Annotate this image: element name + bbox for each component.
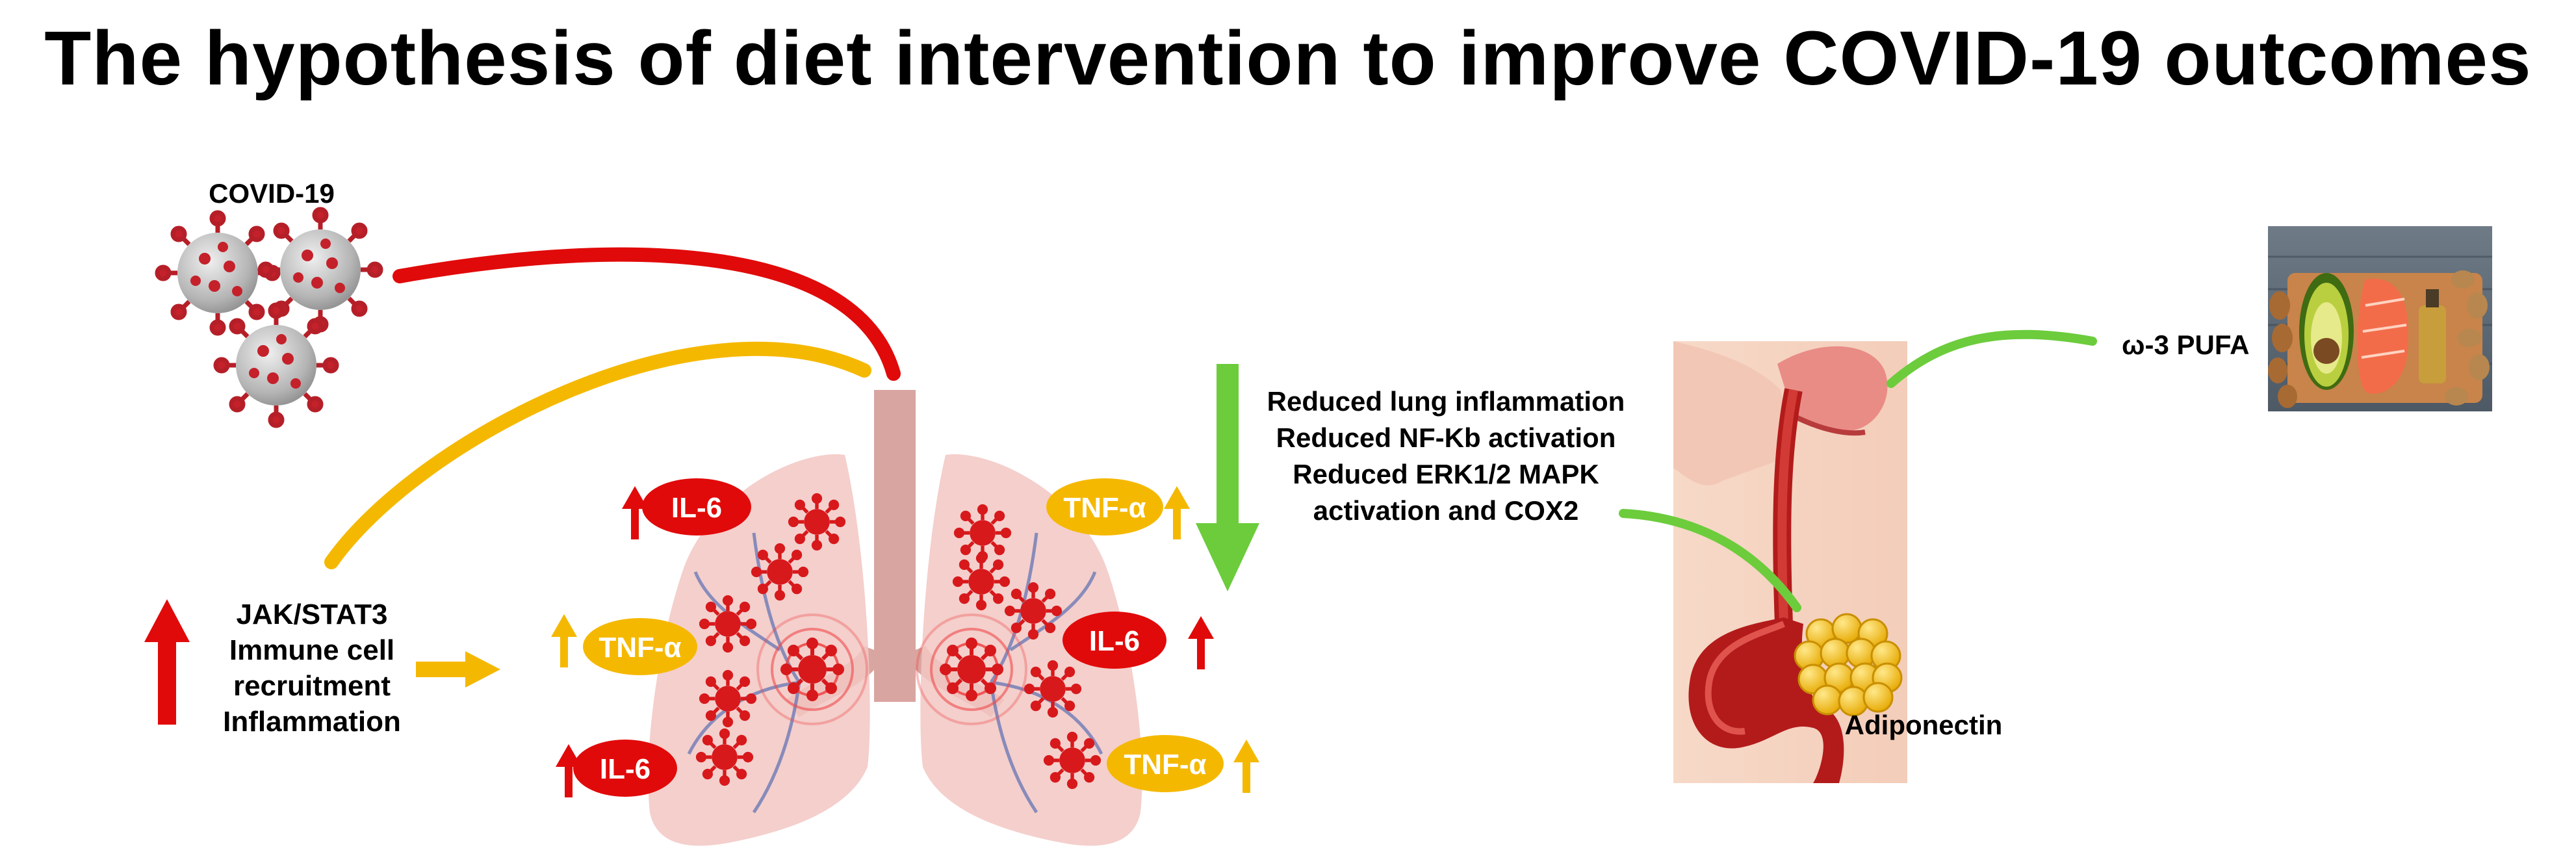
outcome-list: Reduced lung inflammation Reduced NF-Kb … bbox=[1267, 386, 1625, 526]
tnf-label: TNF-α bbox=[1063, 492, 1146, 524]
lungs-icon bbox=[648, 390, 1142, 846]
right-arrow-icon bbox=[416, 651, 500, 688]
red-curve-virus-to-lungs bbox=[393, 247, 901, 381]
lung-virus-icon bbox=[1046, 734, 1100, 788]
lung-virus-icon bbox=[790, 495, 844, 549]
green-curve-pufa-to-body bbox=[1887, 329, 2097, 388]
effect-inflammation: Inflammation bbox=[223, 706, 401, 738]
effect-jak-stat3: JAK/STAT3 bbox=[236, 599, 387, 630]
lung-virus-icon bbox=[698, 730, 752, 784]
lung-virus-icon bbox=[1026, 662, 1080, 716]
lung-virus-icon bbox=[955, 555, 1009, 609]
up-arrow-icon bbox=[144, 599, 190, 725]
effect-recruitment: recruitment bbox=[233, 670, 391, 702]
il6-badge-top-left: IL-6 bbox=[622, 478, 751, 539]
cytokine-badges: IL-6 TNF-α IL-6 TNF-α IL-6 bbox=[551, 478, 1259, 797]
tnf-badge-top-right: TNF-α bbox=[1046, 478, 1190, 539]
outcome-line: Reduced lung inflammation bbox=[1267, 386, 1625, 417]
il6-badge-right: IL-6 bbox=[1063, 612, 1214, 669]
lung-virus-icon bbox=[701, 597, 755, 651]
lung-virus-icon bbox=[956, 506, 1010, 560]
il6-label: IL-6 bbox=[1089, 625, 1140, 657]
lung-virus-icon bbox=[782, 639, 842, 699]
lung-virus-icon bbox=[753, 545, 807, 599]
adiponectin-label: Adiponectin bbox=[1845, 710, 2003, 740]
green-curve-adiponectin-to-outcomes bbox=[1619, 509, 1801, 612]
outcome-line: activation and COX2 bbox=[1313, 495, 1578, 526]
tnf-badge-bottom-right: TNF-α bbox=[1107, 735, 1259, 793]
il6-label: IL-6 bbox=[600, 753, 650, 785]
left-effects: JAK/STAT3 Immune cell recruitment Inflam… bbox=[144, 599, 500, 738]
covid-virus-group: COVID-19 bbox=[157, 178, 381, 426]
lung-virus-icon bbox=[701, 672, 755, 726]
tnf-label: TNF-α bbox=[599, 632, 681, 664]
page-title: The hypothesis of diet intervention to i… bbox=[44, 16, 2532, 101]
outcome-line: Reduced ERK1/2 MAPK bbox=[1293, 459, 1599, 489]
outcome-line: Reduced NF-Kb activation bbox=[1276, 422, 1616, 453]
il6-badge-bottom-left: IL-6 bbox=[556, 740, 677, 797]
pufa-label: ω-3 PUFA bbox=[2122, 329, 2250, 360]
lung-virus-icon bbox=[1007, 584, 1061, 638]
tnf-badge-left: TNF-α bbox=[551, 614, 697, 675]
yellow-curve-effects-to-lungs bbox=[324, 341, 871, 569]
tnf-label: TNF-α bbox=[1124, 749, 1206, 781]
food-photo-icon bbox=[2268, 226, 2492, 411]
down-arrow-icon bbox=[1196, 364, 1259, 591]
lung-virus-icon bbox=[942, 639, 1001, 699]
effect-immune-cell: Immune cell bbox=[229, 634, 394, 666]
covid-label: COVID-19 bbox=[209, 178, 335, 209]
virus-icon bbox=[216, 305, 337, 426]
il6-label: IL-6 bbox=[671, 492, 722, 524]
